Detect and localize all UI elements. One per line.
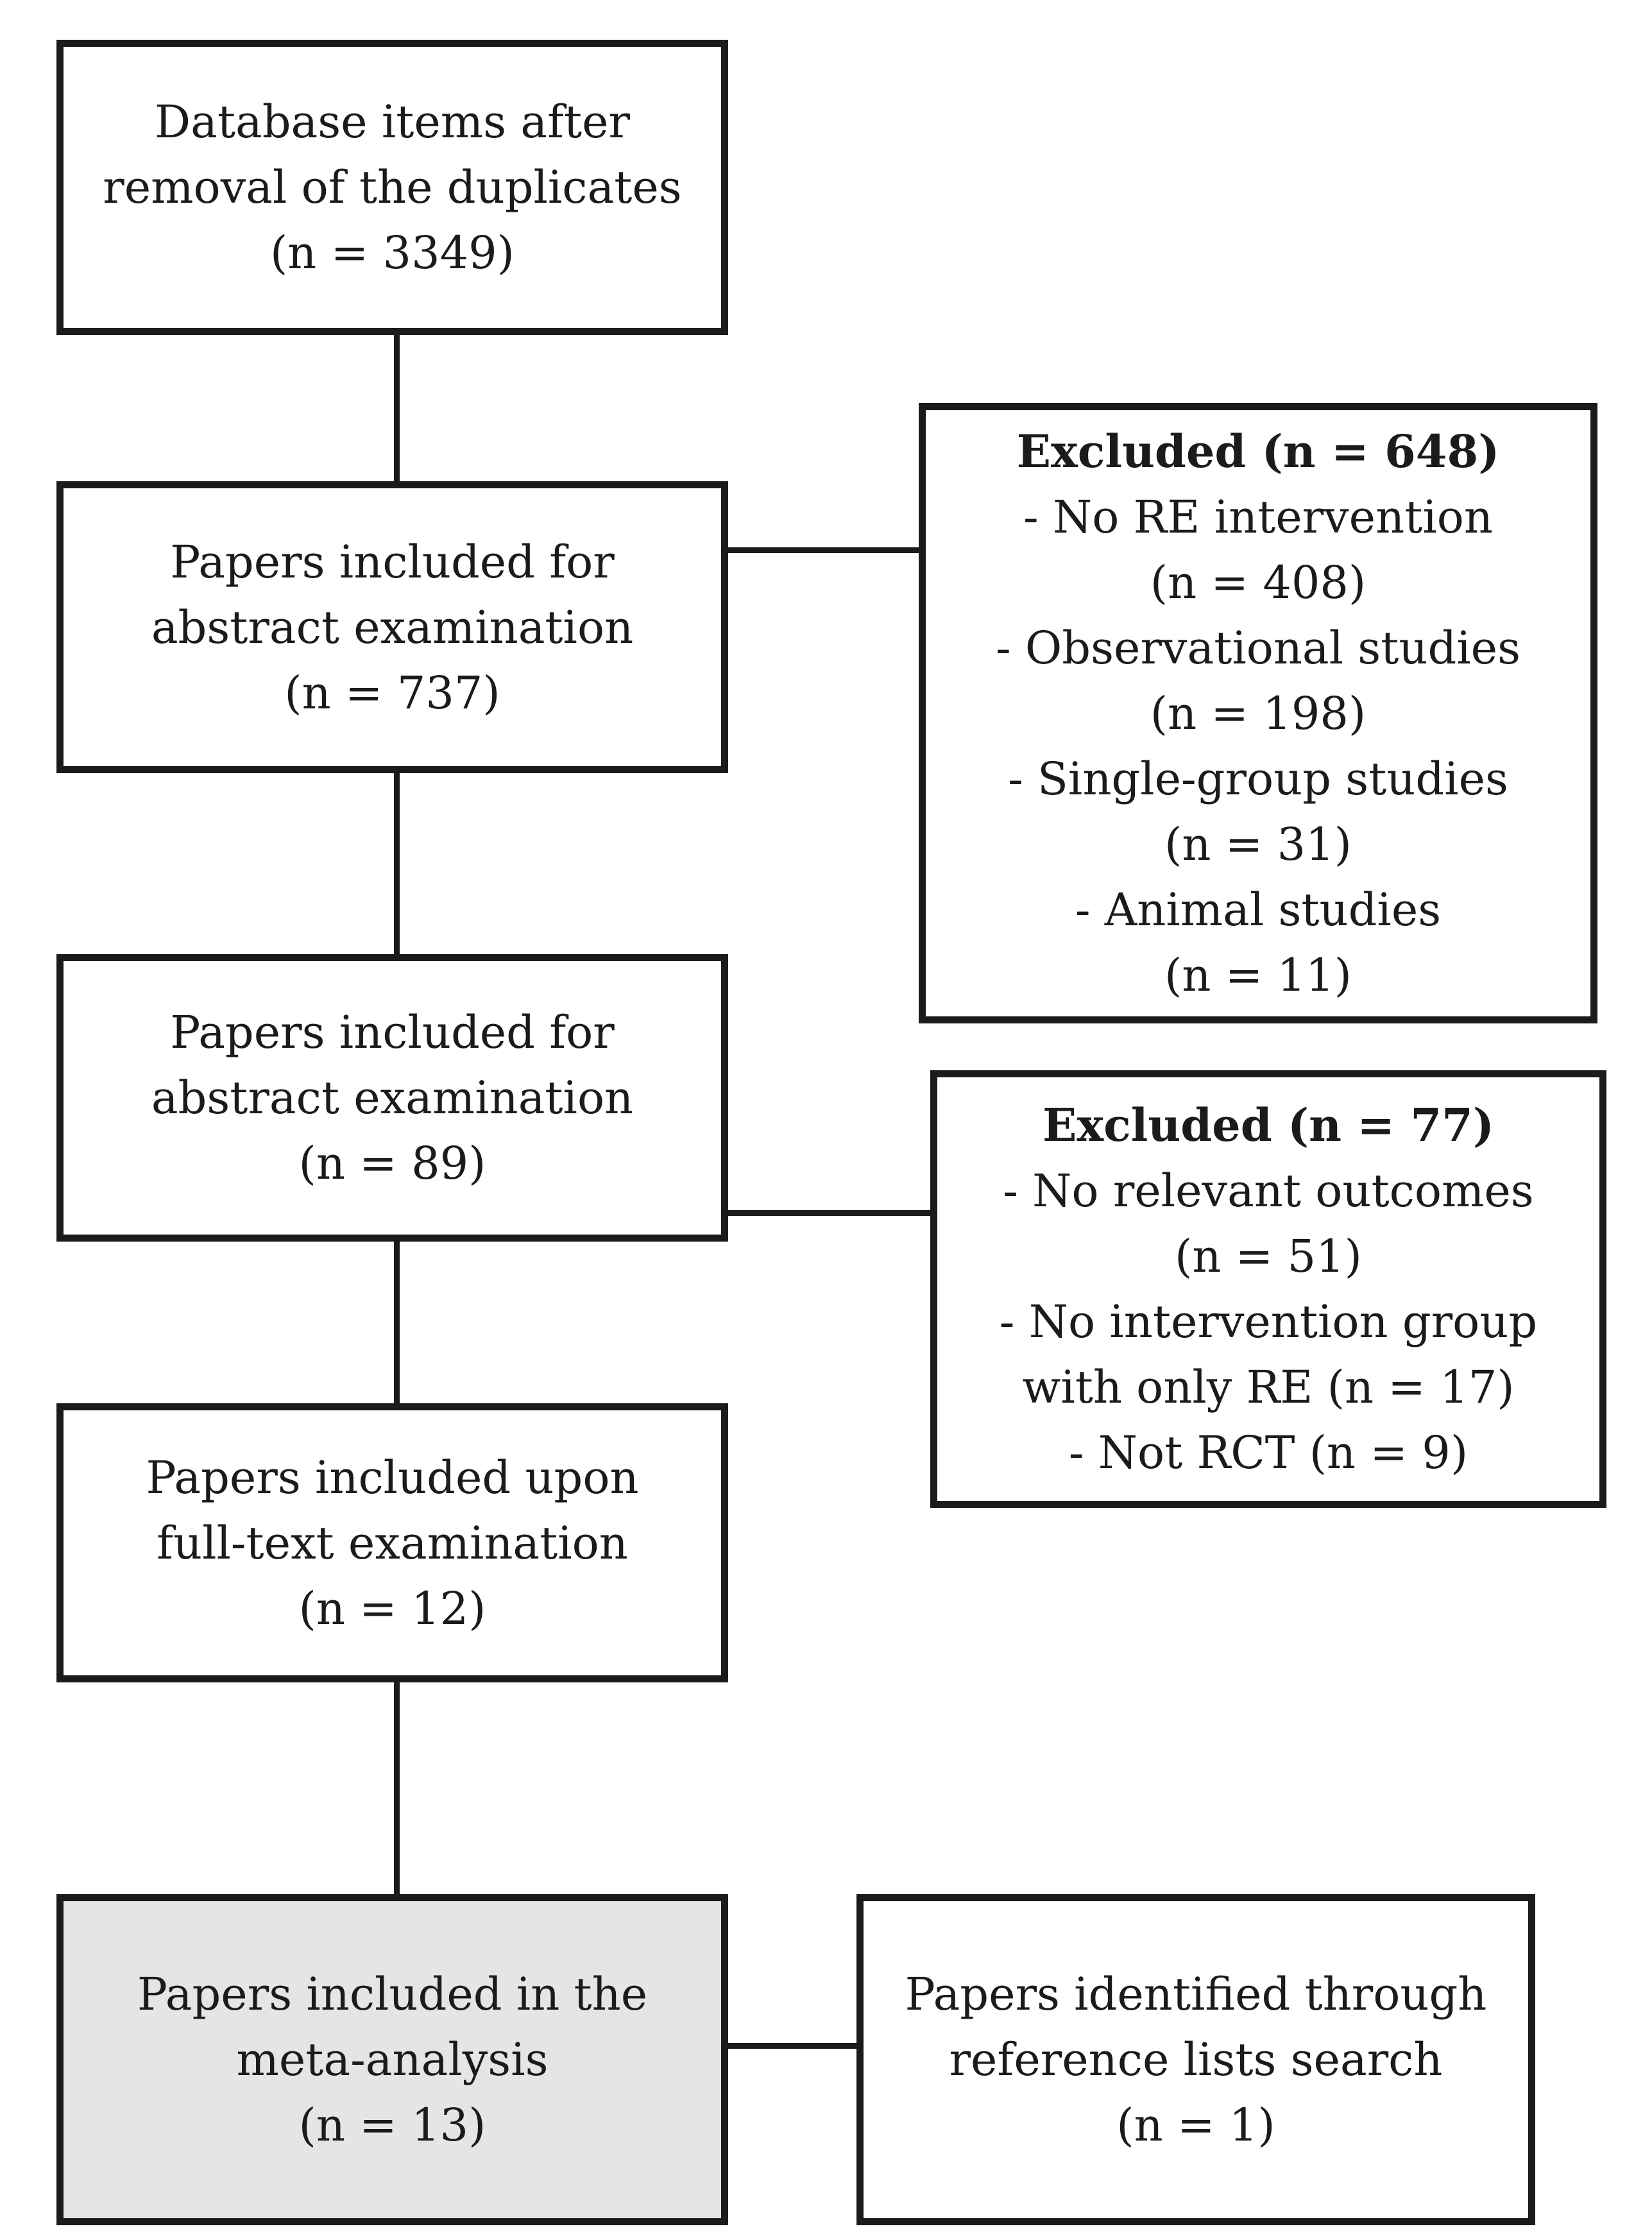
box-text-line: Papers included for bbox=[170, 535, 615, 588]
flow-box-fulltext-examination-12: Papers included upon full-text examinati… bbox=[56, 1403, 728, 1682]
box-text-line: Papers included upon bbox=[146, 1451, 639, 1504]
box-text-line: meta-analysis bbox=[236, 2033, 549, 2086]
box-text-line: abstract examination bbox=[151, 601, 634, 654]
flow-box-database-items: Database items after removal of the dupl… bbox=[56, 40, 728, 335]
connector-vertical-3 bbox=[394, 1242, 400, 1403]
connector-vertical-2 bbox=[394, 773, 400, 954]
box-text-line: (n = 89) bbox=[298, 1137, 486, 1190]
box-text-line: Papers identified through bbox=[905, 1968, 1487, 2021]
box-text-line: reference lists search bbox=[949, 2033, 1443, 2086]
exclusion-title: Excluded (n = 648) bbox=[1016, 424, 1500, 478]
box-text-line: removal of the duplicates bbox=[103, 161, 682, 214]
box-text-line: full-text examination bbox=[157, 1516, 628, 1569]
exclusion-item: - No intervention group bbox=[999, 1295, 1538, 1348]
box-text-line: (n = 12) bbox=[298, 1582, 486, 1635]
box-text-line: (n = 13) bbox=[298, 2099, 486, 2151]
box-text-line: abstract examination bbox=[151, 1072, 634, 1124]
box-text-line: (n = 3349) bbox=[269, 227, 515, 279]
exclusion-item: (n = 31) bbox=[1164, 817, 1352, 871]
reference-lists-box: Papers identified through reference list… bbox=[856, 1894, 1535, 2225]
exclusion-title: Excluded (n = 77) bbox=[1043, 1099, 1494, 1152]
exclusion-item: - No relevant outcomes bbox=[1003, 1165, 1534, 1217]
exclusion-item: - No RE intervention bbox=[1023, 490, 1493, 543]
flow-box-abstract-examination-737: Papers included for abstract examination… bbox=[56, 481, 728, 773]
box-text-line: Papers included in the bbox=[137, 1968, 648, 2021]
exclusion-item: with only RE (n = 17) bbox=[1022, 1361, 1515, 1414]
box-text-line: Database items after bbox=[154, 96, 630, 148]
exclusion-item: - Single-group studies bbox=[1008, 752, 1508, 805]
connector-horizontal-excluded-648 bbox=[728, 547, 919, 553]
connector-horizontal-reference-lists bbox=[728, 2043, 856, 2049]
connector-vertical-1 bbox=[394, 335, 400, 481]
exclusion-item: - Not RCT (n = 9) bbox=[1068, 1426, 1469, 1479]
exclusion-item: (n = 408) bbox=[1150, 556, 1367, 609]
exclusion-box-648: Excluded (n = 648) - No RE intervention … bbox=[919, 403, 1597, 1023]
flow-box-abstract-examination-89: Papers included for abstract examination… bbox=[56, 954, 728, 1242]
connector-vertical-4 bbox=[394, 1682, 400, 1894]
exclusion-item: (n = 51) bbox=[1175, 1230, 1362, 1283]
box-text-line: (n = 737) bbox=[284, 666, 500, 719]
box-text-line: (n = 1) bbox=[1116, 2099, 1275, 2151]
exclusion-item: (n = 11) bbox=[1164, 948, 1352, 1002]
exclusion-item: - Animal studies bbox=[1075, 883, 1442, 936]
flow-box-meta-analysis-13: Papers included in the meta-analysis (n … bbox=[56, 1894, 728, 2225]
exclusion-item: - Observational studies bbox=[996, 621, 1520, 674]
exclusion-item: (n = 198) bbox=[1150, 687, 1367, 740]
connector-horizontal-excluded-77 bbox=[728, 1210, 930, 1216]
box-text-line: Papers included for bbox=[170, 1006, 615, 1059]
exclusion-box-77: Excluded (n = 77) - No relevant outcomes… bbox=[930, 1070, 1606, 1508]
